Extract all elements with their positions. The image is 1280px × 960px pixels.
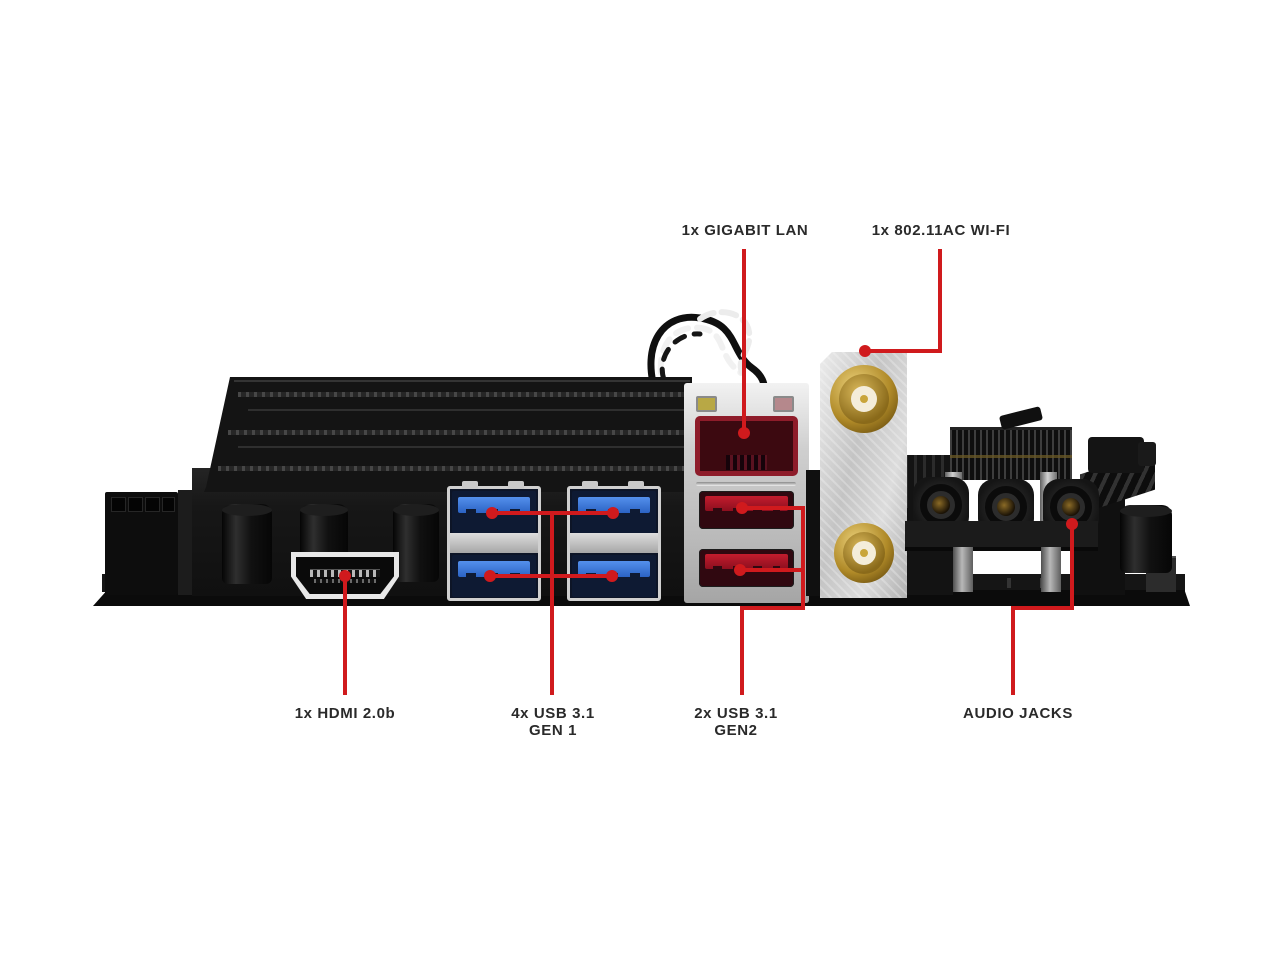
callout-dot	[859, 345, 871, 357]
callout-label-gigabit-lan: 1x GIGABIT LAN	[681, 222, 809, 239]
capacitor	[393, 504, 439, 582]
antenna-cable-white-2	[697, 309, 753, 375]
heatsink-fin	[218, 466, 692, 471]
usb-stack-divider	[570, 533, 658, 553]
callout-label-hdmi: 1x HDMI 2.0b	[294, 705, 396, 722]
capacitor-large	[1120, 505, 1172, 573]
audio-rear-fin-block	[950, 427, 1072, 480]
heatsink-fin	[238, 392, 692, 397]
callout-dot	[738, 427, 750, 439]
left-connector-side-panel	[178, 490, 196, 595]
callout-label-usb-gen2: 2x USB 3.1 GEN2	[694, 705, 778, 739]
connector-socket	[145, 497, 160, 512]
rear-bracket	[1088, 437, 1144, 473]
heatsink-fin-gap	[248, 409, 692, 411]
heatsink-fin-gap	[238, 446, 692, 448]
heatsink	[204, 377, 692, 492]
callout-dot	[607, 507, 619, 519]
tower-groove	[696, 482, 796, 486]
callout-dot	[486, 507, 498, 519]
connector-socket	[111, 497, 126, 512]
callout-dot	[736, 502, 748, 514]
heatsink-fin	[228, 430, 692, 435]
platform-foot	[953, 547, 973, 592]
lan-usb-tower	[684, 383, 809, 603]
callout-dot	[734, 564, 746, 576]
usb-gen1-label-line2: GEN 1	[528, 722, 578, 739]
connector-socket	[128, 497, 143, 512]
callout-label-audio: AUDIO JACKS	[963, 705, 1073, 722]
left-connector-block	[105, 492, 178, 595]
antenna-cable-black-2	[659, 331, 703, 383]
callout-dot	[606, 570, 618, 582]
callout-line-wifi	[866, 249, 942, 353]
board-components	[806, 470, 824, 596]
callout-line-usb-gen2	[740, 506, 805, 695]
callout-label-usb-gen1: 4x USB 3.1 GEN 1	[511, 705, 595, 739]
sma-connector-top	[830, 365, 898, 433]
callout-dot	[1066, 518, 1078, 530]
usb31-gen1-stack-right	[567, 481, 661, 601]
usb-gen2-label-line2: GEN2	[714, 722, 758, 739]
rj45-contacts	[726, 455, 767, 470]
callout-dot	[339, 570, 351, 582]
usb31-gen1-stack-left	[447, 481, 541, 601]
connector-socket	[162, 497, 175, 512]
usb-shield-tab	[462, 481, 478, 489]
usb-shield-tab	[508, 481, 524, 489]
callout-label-wifi: 1x 802.11AC WI-FI	[871, 222, 1011, 239]
lan-led-pink	[773, 396, 794, 412]
callout-line-audio	[1011, 524, 1074, 695]
antenna-cable-white	[657, 324, 744, 397]
antenna-cable-black	[647, 313, 769, 398]
gold-pin-line	[950, 455, 1072, 458]
usb-stack-divider	[450, 533, 538, 553]
callout-dot	[484, 570, 496, 582]
gigabit-lan-port	[695, 416, 798, 476]
usb-gen1-label-line1: 4x USB 3.1	[511, 705, 595, 722]
audio-jack-platform	[905, 521, 1098, 551]
platform-foot	[1041, 547, 1061, 592]
rear-knob	[1138, 442, 1156, 466]
usb-gen2-label-line1: 2x USB 3.1	[694, 705, 778, 722]
usb-shield-tab	[628, 481, 644, 489]
sma-connector-bottom	[834, 523, 894, 583]
lan-led-yellow	[696, 396, 717, 412]
wifi-antenna-bracket	[820, 352, 907, 598]
capacitor	[222, 504, 272, 584]
usb-shield-tab	[582, 481, 598, 489]
heatsink-top-edge	[234, 380, 690, 382]
